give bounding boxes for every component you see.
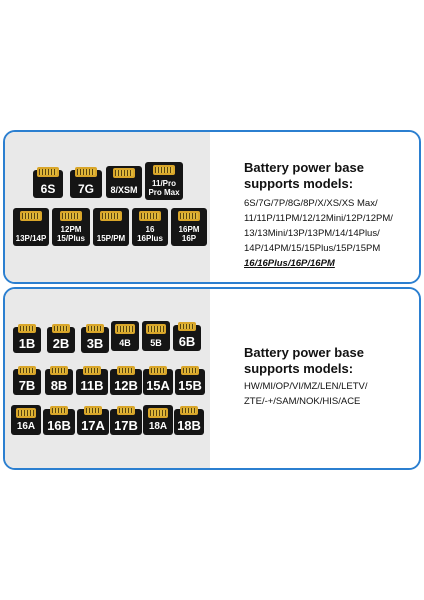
chip-3b: 3B <box>81 324 109 353</box>
connector-icon <box>117 366 135 375</box>
connector-icon <box>149 366 167 375</box>
chip-8b: 8B <box>45 366 73 395</box>
connector-icon <box>37 167 59 177</box>
chip-15b: 15B <box>175 366 205 395</box>
chip-label: 17A <box>81 418 105 433</box>
connector-icon <box>113 168 135 178</box>
chip-8-xsm: 8/XSM <box>106 166 142 198</box>
chip-1b: 1B <box>13 324 41 353</box>
connector-icon <box>148 408 168 418</box>
chip-2b: 2B <box>47 324 75 353</box>
connector-icon <box>178 322 196 331</box>
chip-18a: 18A <box>143 405 173 435</box>
chip-label: 12PM 15/Plus <box>56 225 85 243</box>
connector-icon <box>153 165 175 175</box>
chip-18b: 18B <box>174 406 204 435</box>
chip-label: 8B <box>50 378 68 393</box>
chip-label: 15A <box>146 378 170 393</box>
connector-icon <box>16 408 36 418</box>
chip-label: 6B <box>178 334 196 349</box>
android-chip-grid: 1B 2B 3B 4B 5B 6B 7B 8B 11B 12B 15A 15B … <box>5 289 210 468</box>
connector-icon <box>84 406 102 415</box>
chip-label: 13P/14P <box>15 234 47 243</box>
models-line: ZTE/-+/SAM/NOK/HIS/ACE <box>244 396 361 407</box>
chip-16-16plus: 16 16Plus <box>132 208 168 246</box>
chip-label: 15B <box>178 378 202 393</box>
chip-label: 3B <box>86 336 104 351</box>
connector-icon <box>20 211 42 221</box>
chip-label: 16 16Plus <box>137 225 163 243</box>
chip-label: 4B <box>119 338 131 348</box>
models-line: HW/MI/OP/VI/MZ/LEN/LETV/ <box>244 381 368 392</box>
chip-11-pro: 11/Pro Pro Max <box>145 162 183 200</box>
connector-icon <box>18 324 36 333</box>
connector-icon <box>50 366 68 375</box>
chip-label: 7B <box>18 378 36 393</box>
chip-label: 7G <box>77 182 94 196</box>
apple-models-panel: 6S 7G 8/XSM 11/Pro Pro Max 13P/14P 12PM … <box>3 130 421 284</box>
chip-16a: 16A <box>11 405 41 435</box>
connector-icon <box>52 324 70 333</box>
connector-icon <box>86 324 104 333</box>
connector-icon <box>117 406 135 415</box>
chip-6s: 6S <box>33 167 63 198</box>
connector-icon <box>178 211 200 221</box>
connector-icon <box>100 211 122 221</box>
connector-icon <box>50 406 68 415</box>
chip-label: 2B <box>52 336 70 351</box>
models-line: 11/11P/11PM/12/12Mini/12P/12PM/ <box>244 213 393 224</box>
chip-label: 5B <box>150 338 162 348</box>
chip-4b: 4B <box>111 321 139 351</box>
chip-label: 6S <box>40 182 56 196</box>
chip-17a: 17A <box>77 406 109 435</box>
chip-label: 18B <box>177 418 201 433</box>
supported-models-list: 6S/7G/7P/8G/8P/X/XS/XS Max/ 11/11P/11PM/… <box>244 196 393 271</box>
chip-13p-14p: 13P/14P <box>13 208 49 246</box>
chip-11b: 11B <box>76 366 108 395</box>
models-line: 6S/7G/7P/8G/8P/X/XS/XS Max/ <box>244 198 378 209</box>
chip-label: 12B <box>114 378 138 393</box>
chip-5b: 5B <box>142 321 170 351</box>
chip-label: 15P/PM <box>96 234 126 243</box>
panel-heading: Battery power base supports models: <box>244 345 364 376</box>
connector-icon <box>146 324 166 334</box>
chip-15a: 15A <box>143 366 173 395</box>
models-line: 13/13Mini/13P/13PM/14/14Plus/ <box>244 228 380 239</box>
chip-label: 16A <box>16 421 36 432</box>
apple-chip-grid: 6S 7G 8/XSM 11/Pro Pro Max 13P/14P 12PM … <box>5 132 210 282</box>
chip-7b: 7B <box>13 366 41 395</box>
connector-icon <box>83 366 101 375</box>
panel-heading: Battery power base supports models: <box>244 160 364 191</box>
chip-12b: 12B <box>110 366 142 395</box>
chip-label: 11/Pro Pro Max <box>148 179 180 197</box>
chip-label: 17B <box>114 418 138 433</box>
chip-16pm-16p: 16PM 16P <box>171 208 207 246</box>
models-line: 14P/14PM/15/15Plus/15P/15PM <box>244 243 381 254</box>
chip-6b: 6B <box>173 322 201 351</box>
android-info: Battery power base supports models: HW/M… <box>210 289 419 468</box>
connector-icon <box>75 167 97 177</box>
chip-label: 16PM 16P <box>178 225 200 243</box>
chip-17b: 17B <box>110 406 142 435</box>
models-highlight: 16/16Plus/16P/16PM <box>244 258 335 269</box>
chip-15p-pm: 15P/PM <box>93 208 129 246</box>
connector-icon <box>180 406 198 415</box>
connector-icon <box>60 211 82 221</box>
android-models-panel: 1B 2B 3B 4B 5B 6B 7B 8B 11B 12B 15A 15B … <box>3 287 421 470</box>
chip-7g: 7G <box>70 167 102 198</box>
chip-label: 1B <box>18 336 36 351</box>
chip-label: 11B <box>80 378 104 393</box>
chip-label: 18A <box>148 421 168 432</box>
connector-icon <box>181 366 199 375</box>
apple-info: Battery power base supports models: 6S/7… <box>210 132 419 282</box>
chip-16b: 16B <box>43 406 75 435</box>
connector-icon <box>18 366 36 375</box>
chip-12pm-15plus: 12PM 15/Plus <box>52 208 90 246</box>
chip-label: 8/XSM <box>110 185 138 195</box>
chip-label: 16B <box>47 418 71 433</box>
supported-models-list: HW/MI/OP/VI/MZ/LEN/LETV/ ZTE/-+/SAM/NOK/… <box>244 379 368 409</box>
connector-icon <box>139 211 161 221</box>
connector-icon <box>115 324 135 334</box>
